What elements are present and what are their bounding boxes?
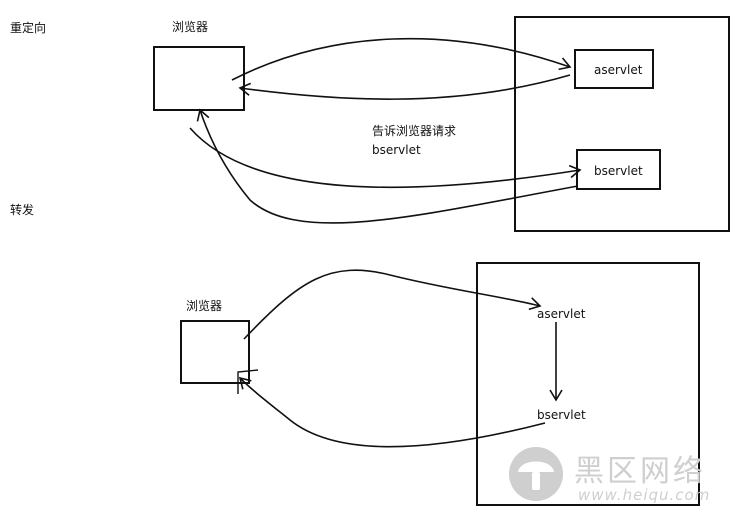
forward-request-arrow — [243, 269, 542, 340]
redirect-bservlet-label: bservlet — [594, 164, 643, 178]
forward-response-arrow — [238, 376, 546, 448]
redirect-note-line2: bservlet — [372, 143, 421, 157]
redirect-aservlet-box: aservlet — [574, 49, 654, 89]
watermark-name: 黑区网络 — [574, 454, 706, 489]
redirect-aservlet-label: aservlet — [594, 63, 643, 77]
mushroom-logo-icon — [509, 447, 563, 501]
forward-browser-label: 浏览器 — [186, 299, 223, 313]
redirect-second-request-arrow — [189, 127, 582, 189]
redirect-response-arrow — [238, 74, 571, 100]
forward-response-tick — [237, 369, 259, 394]
redirect-request-arrow — [231, 37, 572, 81]
redirect-section-label: 重定向 — [10, 21, 47, 35]
forward-bservlet-label: bservlet — [537, 408, 586, 422]
redirect-server-box — [514, 16, 730, 232]
forward-server-box — [476, 262, 700, 506]
watermark-url: www.heiqu.com — [578, 486, 711, 504]
redirect-note-line1: 告诉浏览器请求 — [372, 124, 457, 138]
redirect-second-response-arrow — [196, 108, 579, 224]
redirect-bservlet-box: bservlet — [576, 149, 661, 190]
forward-aservlet-label: aservlet — [537, 307, 586, 321]
forward-browser-box — [180, 320, 250, 384]
redirect-browser-label: 浏览器 — [172, 20, 209, 34]
forward-section-label: 转发 — [10, 203, 35, 217]
redirect-browser-box — [153, 46, 245, 111]
